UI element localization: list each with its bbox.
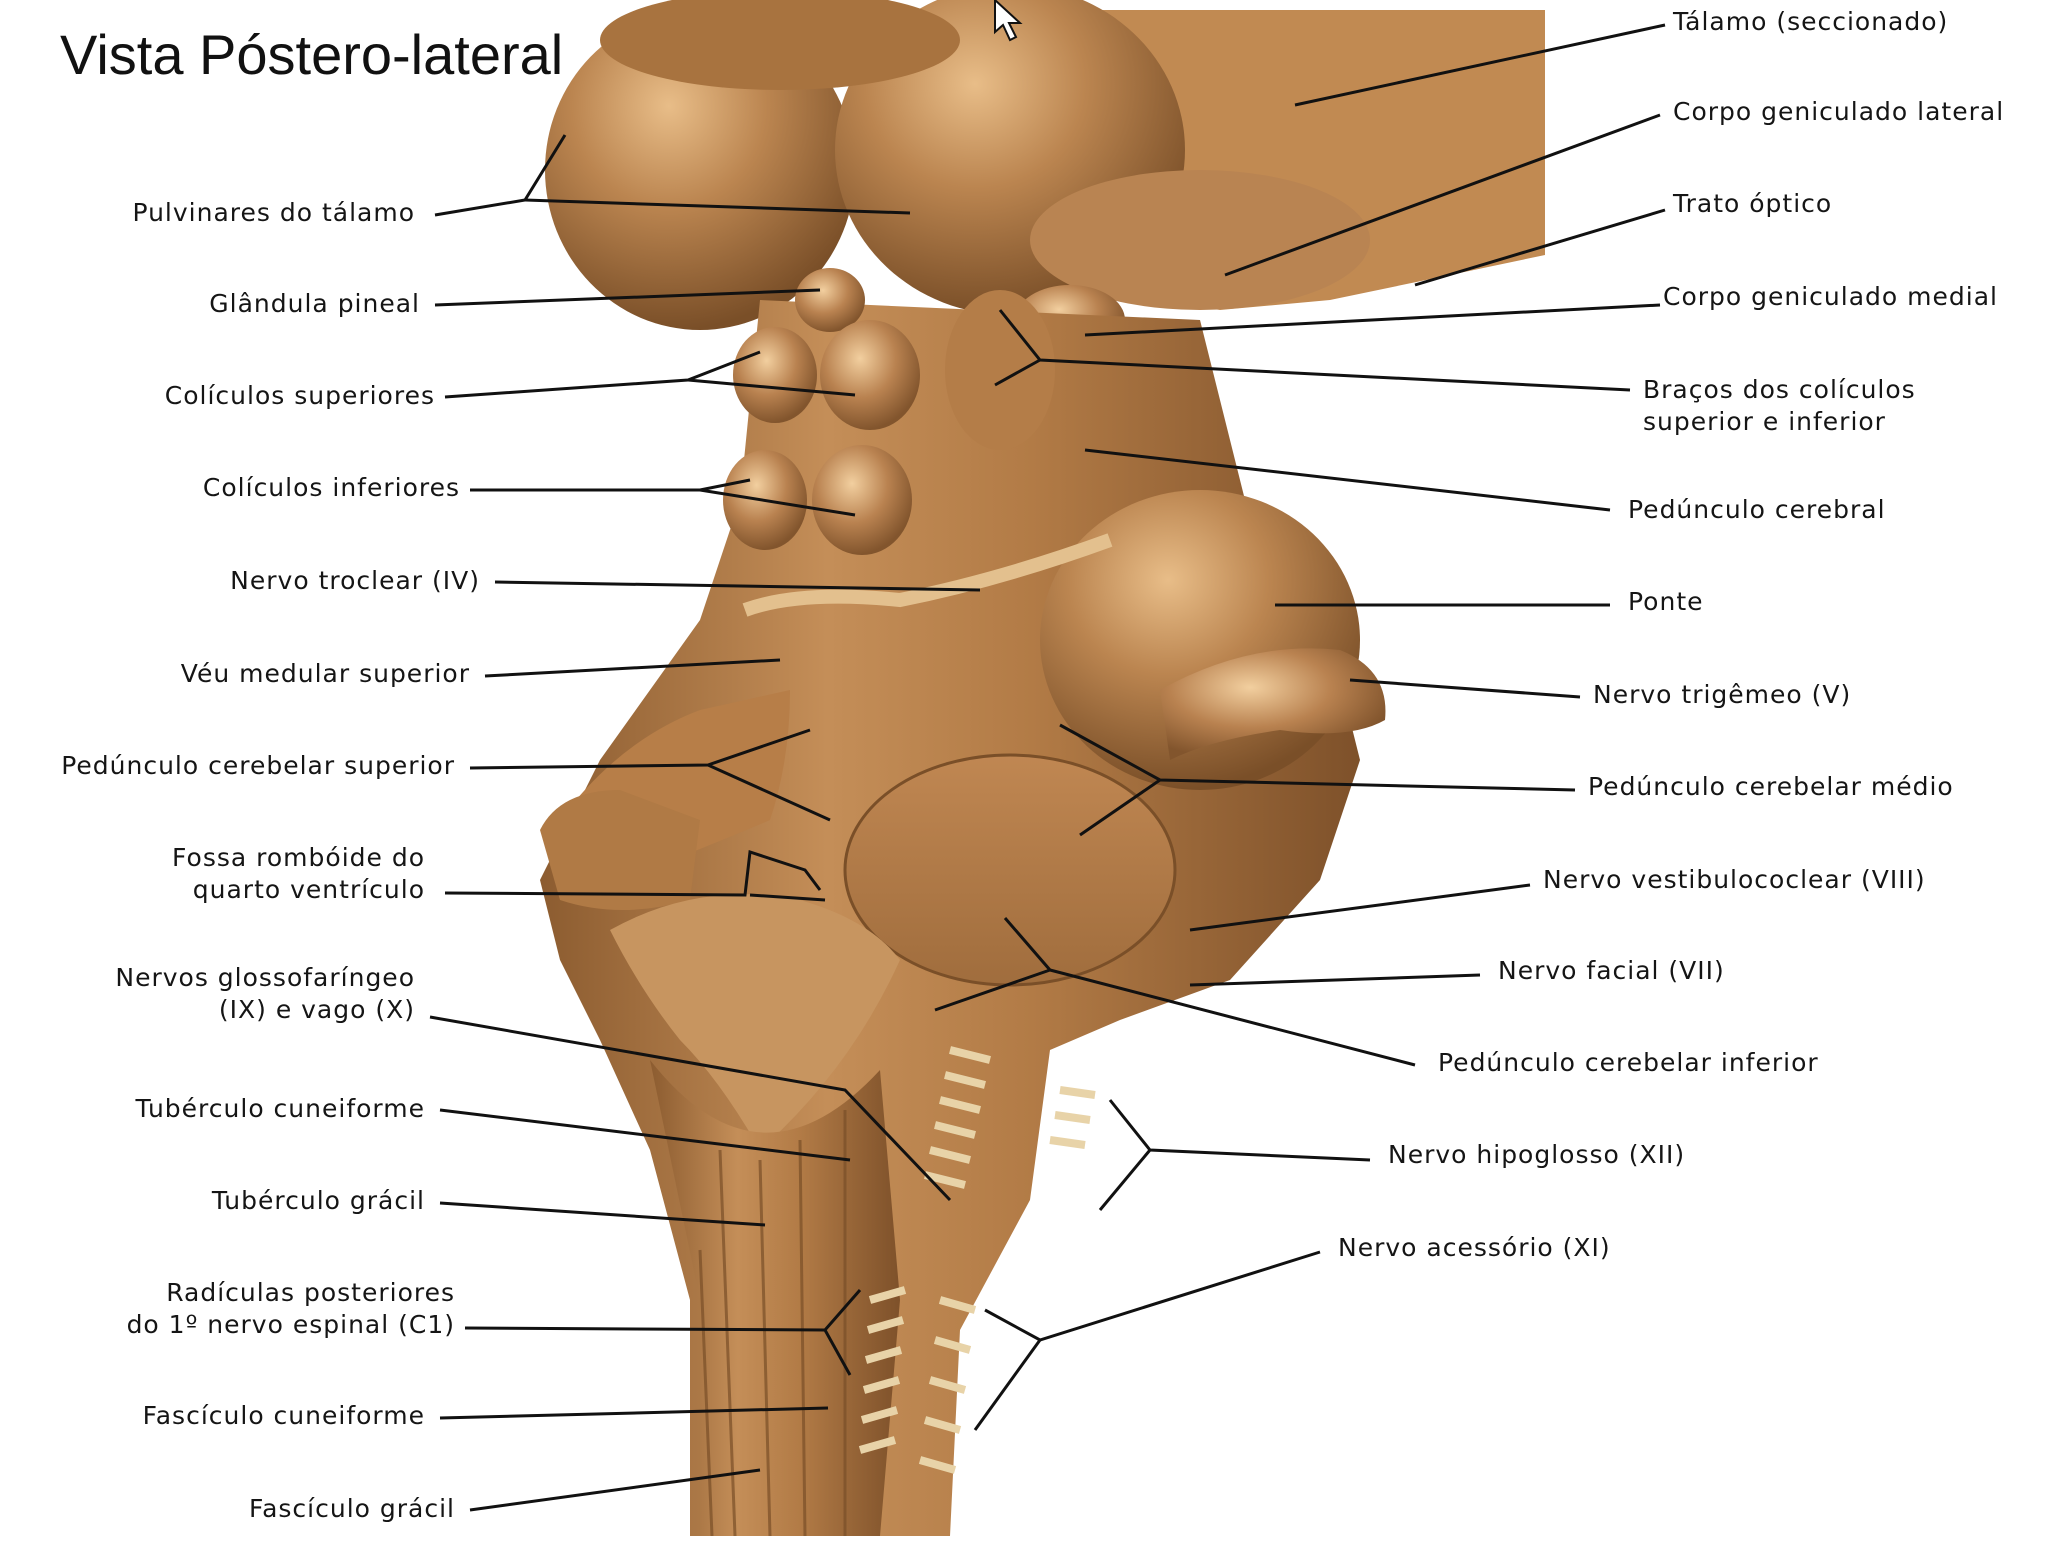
leader-lines (429, 23, 1666, 1512)
label-glossopharyngeal-vagus-1: Nervos glossofaríngeo (115, 963, 415, 992)
label-accessory-nerve: Nervo acessório (XI) (1338, 1233, 1611, 1262)
label-brachia-colliculi-1: Braços dos colículos (1643, 375, 1916, 404)
rhomboid-fossa-shape (610, 894, 900, 1150)
label-rhomboid-fossa-2: quarto ventrículo (192, 875, 425, 904)
label-vestibulocochlear-nerve: Nervo vestibulococlear (VIII) (1543, 865, 1926, 894)
superior-colliculus-left-shape (733, 327, 817, 423)
label-lateral-geniculate: Corpo geniculado lateral (1673, 97, 2005, 126)
thalamus-top-shape (600, 0, 960, 90)
label-gracile-fasciculus: Fascículo grácil (248, 1494, 455, 1523)
label-thalamus-sectioned: Tálamo (seccionado) (1673, 7, 1949, 36)
label-superior-medullary-velum: Véu medular superior (180, 659, 470, 688)
label-superior-colliculi: Colículos superiores (164, 381, 435, 410)
label-cerebral-peduncle: Pedúnculo cerebral (1628, 495, 1886, 524)
label-hypoglossal-nerve: Nervo hipoglosso (XII) (1388, 1140, 1686, 1169)
label-rhomboid-fossa-1: Fossa rombóide do (172, 843, 425, 872)
superior-colliculus-right-shape (820, 320, 920, 430)
label-posterior-rootlets-2: do 1º nervo espinal (C1) (126, 1310, 455, 1339)
figure-title: Vista Póstero-lateral (60, 23, 564, 86)
label-brachia-colliculi-2: superior e inferior (1643, 407, 1886, 436)
medulla-shape (650, 1060, 900, 1536)
label-trigeminal-nerve: Nervo trigêmeo (V) (1593, 680, 1852, 709)
mouse-cursor-icon (994, 0, 1023, 42)
label-pineal: Glândula pineal (209, 289, 420, 318)
label-facial-nerve: Nervo facial (VII) (1498, 956, 1725, 985)
label-inferior-cerebellar-peduncle: Pedúnculo cerebelar inferior (1438, 1048, 1819, 1077)
label-cuneate-tubercle: Tubérculo cuneiforme (135, 1094, 425, 1123)
middle-peduncle-cut-shape (843, 753, 1177, 987)
label-middle-cerebellar-peduncle: Pedúnculo cerebelar médio (1588, 772, 1954, 801)
brachium-shape (945, 290, 1055, 450)
left-cut-shape (540, 790, 700, 910)
inferior-colliculus-right-shape (812, 445, 912, 555)
label-gracile-tubercle: Tubérculo grácil (211, 1186, 425, 1215)
label-superior-cerebellar-peduncle: Pedúnculo cerebelar superior (61, 751, 455, 780)
fascicle-lines (698, 1110, 847, 1537)
pulvinar-left-shape (545, 10, 855, 330)
label-medial-geniculate: Corpo geniculado medial (1663, 282, 1998, 311)
lateral-geniculate-shape (1030, 170, 1370, 310)
label-inferior-colliculi: Colículos inferiores (202, 473, 460, 502)
label-pons: Ponte (1628, 587, 1704, 616)
trigeminal-nerve-shape (1160, 648, 1386, 760)
label-posterior-rootlets-1: Radículas posteriores (166, 1278, 455, 1307)
label-cuneate-fasciculus: Fascículo cuneiforme (142, 1401, 425, 1430)
trochlear-nerve-shape (742, 533, 1113, 617)
label-optic-tract: Trato óptico (1673, 189, 1833, 218)
nerve-rootlets (858, 1046, 1096, 1474)
label-pulvinares: Pulvinares do tálamo (132, 198, 415, 227)
pineal-shape (795, 268, 865, 332)
label-trochlear-nerve: Nervo troclear (IV) (230, 566, 480, 595)
label-glossopharyngeal-vagus-2: (IX) e vago (X) (218, 995, 415, 1024)
